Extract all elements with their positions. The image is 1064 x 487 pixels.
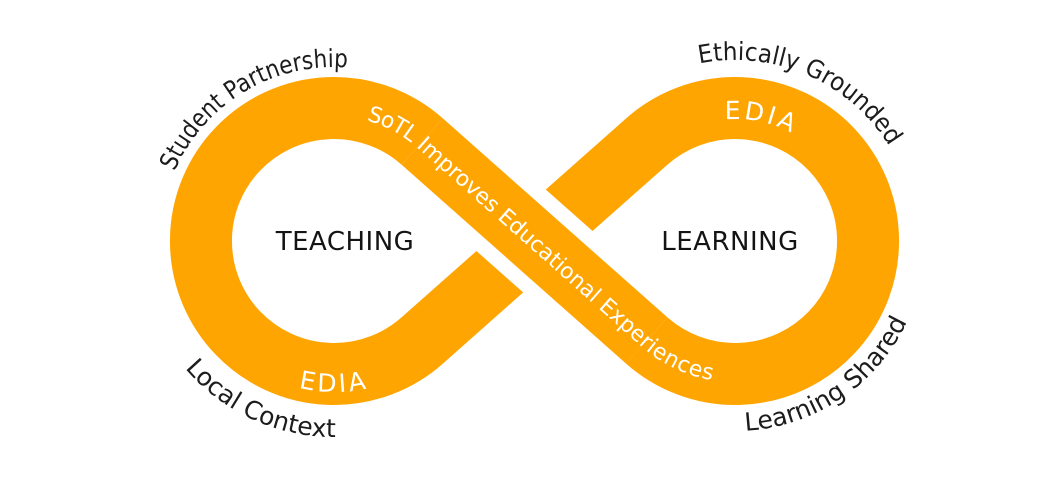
label-learning: LEARNING bbox=[661, 227, 798, 257]
label-edia-left: EDIA bbox=[297, 365, 370, 398]
infinity-over-band bbox=[401, 118, 668, 364]
label-teaching: TEACHING bbox=[275, 227, 415, 257]
